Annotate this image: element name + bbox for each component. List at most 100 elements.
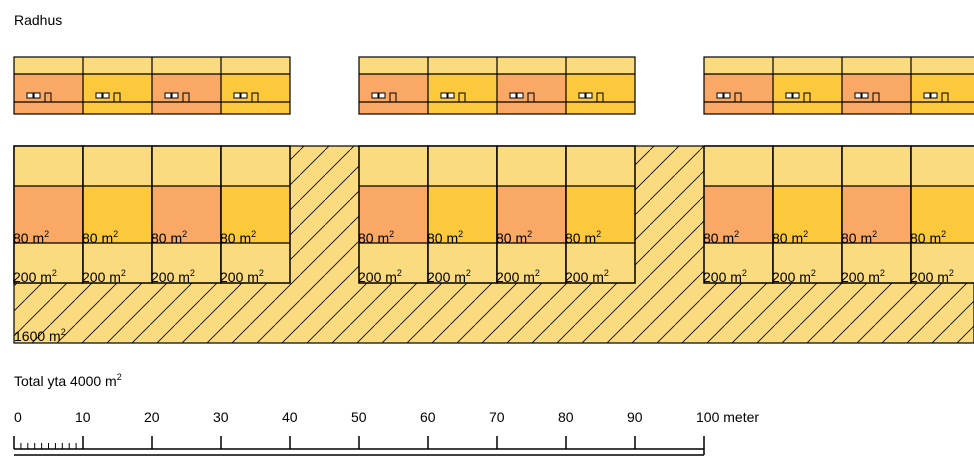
unit-area-label: 80 m2 (151, 229, 187, 246)
elevation-outline (13, 56, 291, 115)
scale-tick-label: 40 (282, 409, 298, 425)
scale-tick-label: 60 (420, 409, 436, 425)
window-icon (240, 92, 248, 99)
house-facade (428, 74, 497, 114)
door-icon (527, 92, 535, 102)
house-facade (152, 74, 221, 114)
scale-tick-label: 70 (489, 409, 505, 425)
unit-area-label: 80 m2 (13, 229, 49, 246)
front-yard (497, 146, 566, 186)
window-icon (164, 92, 172, 99)
door-icon (596, 92, 604, 102)
door-icon (458, 92, 466, 102)
window-icon (516, 92, 524, 99)
house-facade (359, 74, 428, 114)
window-icon (578, 92, 586, 99)
house-facade (497, 74, 566, 114)
lot: 80 m2 200 m2 (427, 145, 498, 285)
house-footprint (704, 186, 773, 243)
unit-area-label: 80 m2 (565, 229, 601, 246)
house-footprint (14, 186, 83, 243)
house-footprint (566, 186, 635, 243)
lot-outline (565, 145, 636, 284)
house-facade (704, 74, 773, 114)
scale-tick-label: 50 (351, 409, 367, 425)
lot-area-label: 200 m2 (220, 268, 264, 285)
window-icon (26, 92, 34, 99)
front-yard (842, 146, 911, 186)
scale-tick-label: 90 (627, 409, 643, 425)
unit-area-label: 80 m2 (427, 229, 463, 246)
window-icon (378, 92, 386, 99)
lot-area-label: 200 m2 (910, 268, 954, 285)
row-house-elevation (703, 56, 974, 115)
back-yard (221, 243, 290, 283)
window-icon (95, 92, 103, 99)
door-icon (803, 92, 811, 102)
front-yard (428, 146, 497, 186)
row-house-elevation (13, 56, 291, 115)
page-title: Radhus (14, 12, 62, 28)
row-house-elevation (358, 56, 636, 115)
front-yard (911, 146, 974, 186)
house-footprint (428, 186, 497, 243)
lot-outline (220, 145, 291, 284)
front-yard (152, 146, 221, 186)
unit-area-label: 80 m2 (703, 229, 739, 246)
total-area-label: Total yta 4000 m2 (14, 372, 122, 389)
window-icon (930, 92, 938, 99)
window-icon (102, 92, 110, 99)
scale-tick-label: 80 (558, 409, 574, 425)
elevation-outline (703, 56, 974, 115)
front-yard (566, 146, 635, 186)
window-icon (440, 92, 448, 99)
lot: 80 m2 200 m2 (565, 145, 636, 285)
door-icon (941, 92, 949, 102)
back-yard (14, 243, 83, 283)
door-icon (872, 92, 880, 102)
lot-outline (910, 145, 974, 284)
lot-area-label: 200 m2 (427, 268, 471, 285)
house-facade (83, 74, 152, 114)
roof-band (704, 57, 974, 74)
front-yard (83, 146, 152, 186)
scale-tick-label: 100 meter (696, 409, 759, 425)
site-plan-lots: 80 m2 200 m2 80 m2 200 m2 80 m2 200 m2 80 m2 20… (13, 145, 974, 285)
back-yard (704, 243, 773, 283)
door-icon (44, 92, 52, 102)
window-icon (509, 92, 517, 99)
lot-area-label: 200 m2 (565, 268, 609, 285)
front-yard (14, 146, 83, 186)
lot-area-label: 200 m2 (772, 268, 816, 285)
back-yard (497, 243, 566, 283)
back-yard (566, 243, 635, 283)
lot: 80 m2 200 m2 (496, 145, 567, 285)
row-house-elevations (13, 56, 974, 115)
unit-area-label: 80 m2 (496, 229, 532, 246)
unit-area-label: 80 m2 (82, 229, 118, 246)
unit-area-label: 80 m2 (910, 229, 946, 246)
house-footprint (911, 186, 974, 243)
lot-area-label: 200 m2 (496, 268, 540, 285)
door-icon (734, 92, 742, 102)
lot-area-label: 200 m2 (358, 268, 402, 285)
house-footprint (497, 186, 566, 243)
house-facade (221, 74, 290, 114)
house-facade (566, 74, 635, 114)
back-yard (359, 243, 428, 283)
window-icon (171, 92, 179, 99)
house-footprint (152, 186, 221, 243)
unit-area-label: 80 m2 (841, 229, 877, 246)
back-yard (773, 243, 842, 283)
lot-area-label: 200 m2 (841, 268, 885, 285)
lot: 80 m2 200 m2 (841, 145, 912, 285)
door-icon (389, 92, 397, 102)
